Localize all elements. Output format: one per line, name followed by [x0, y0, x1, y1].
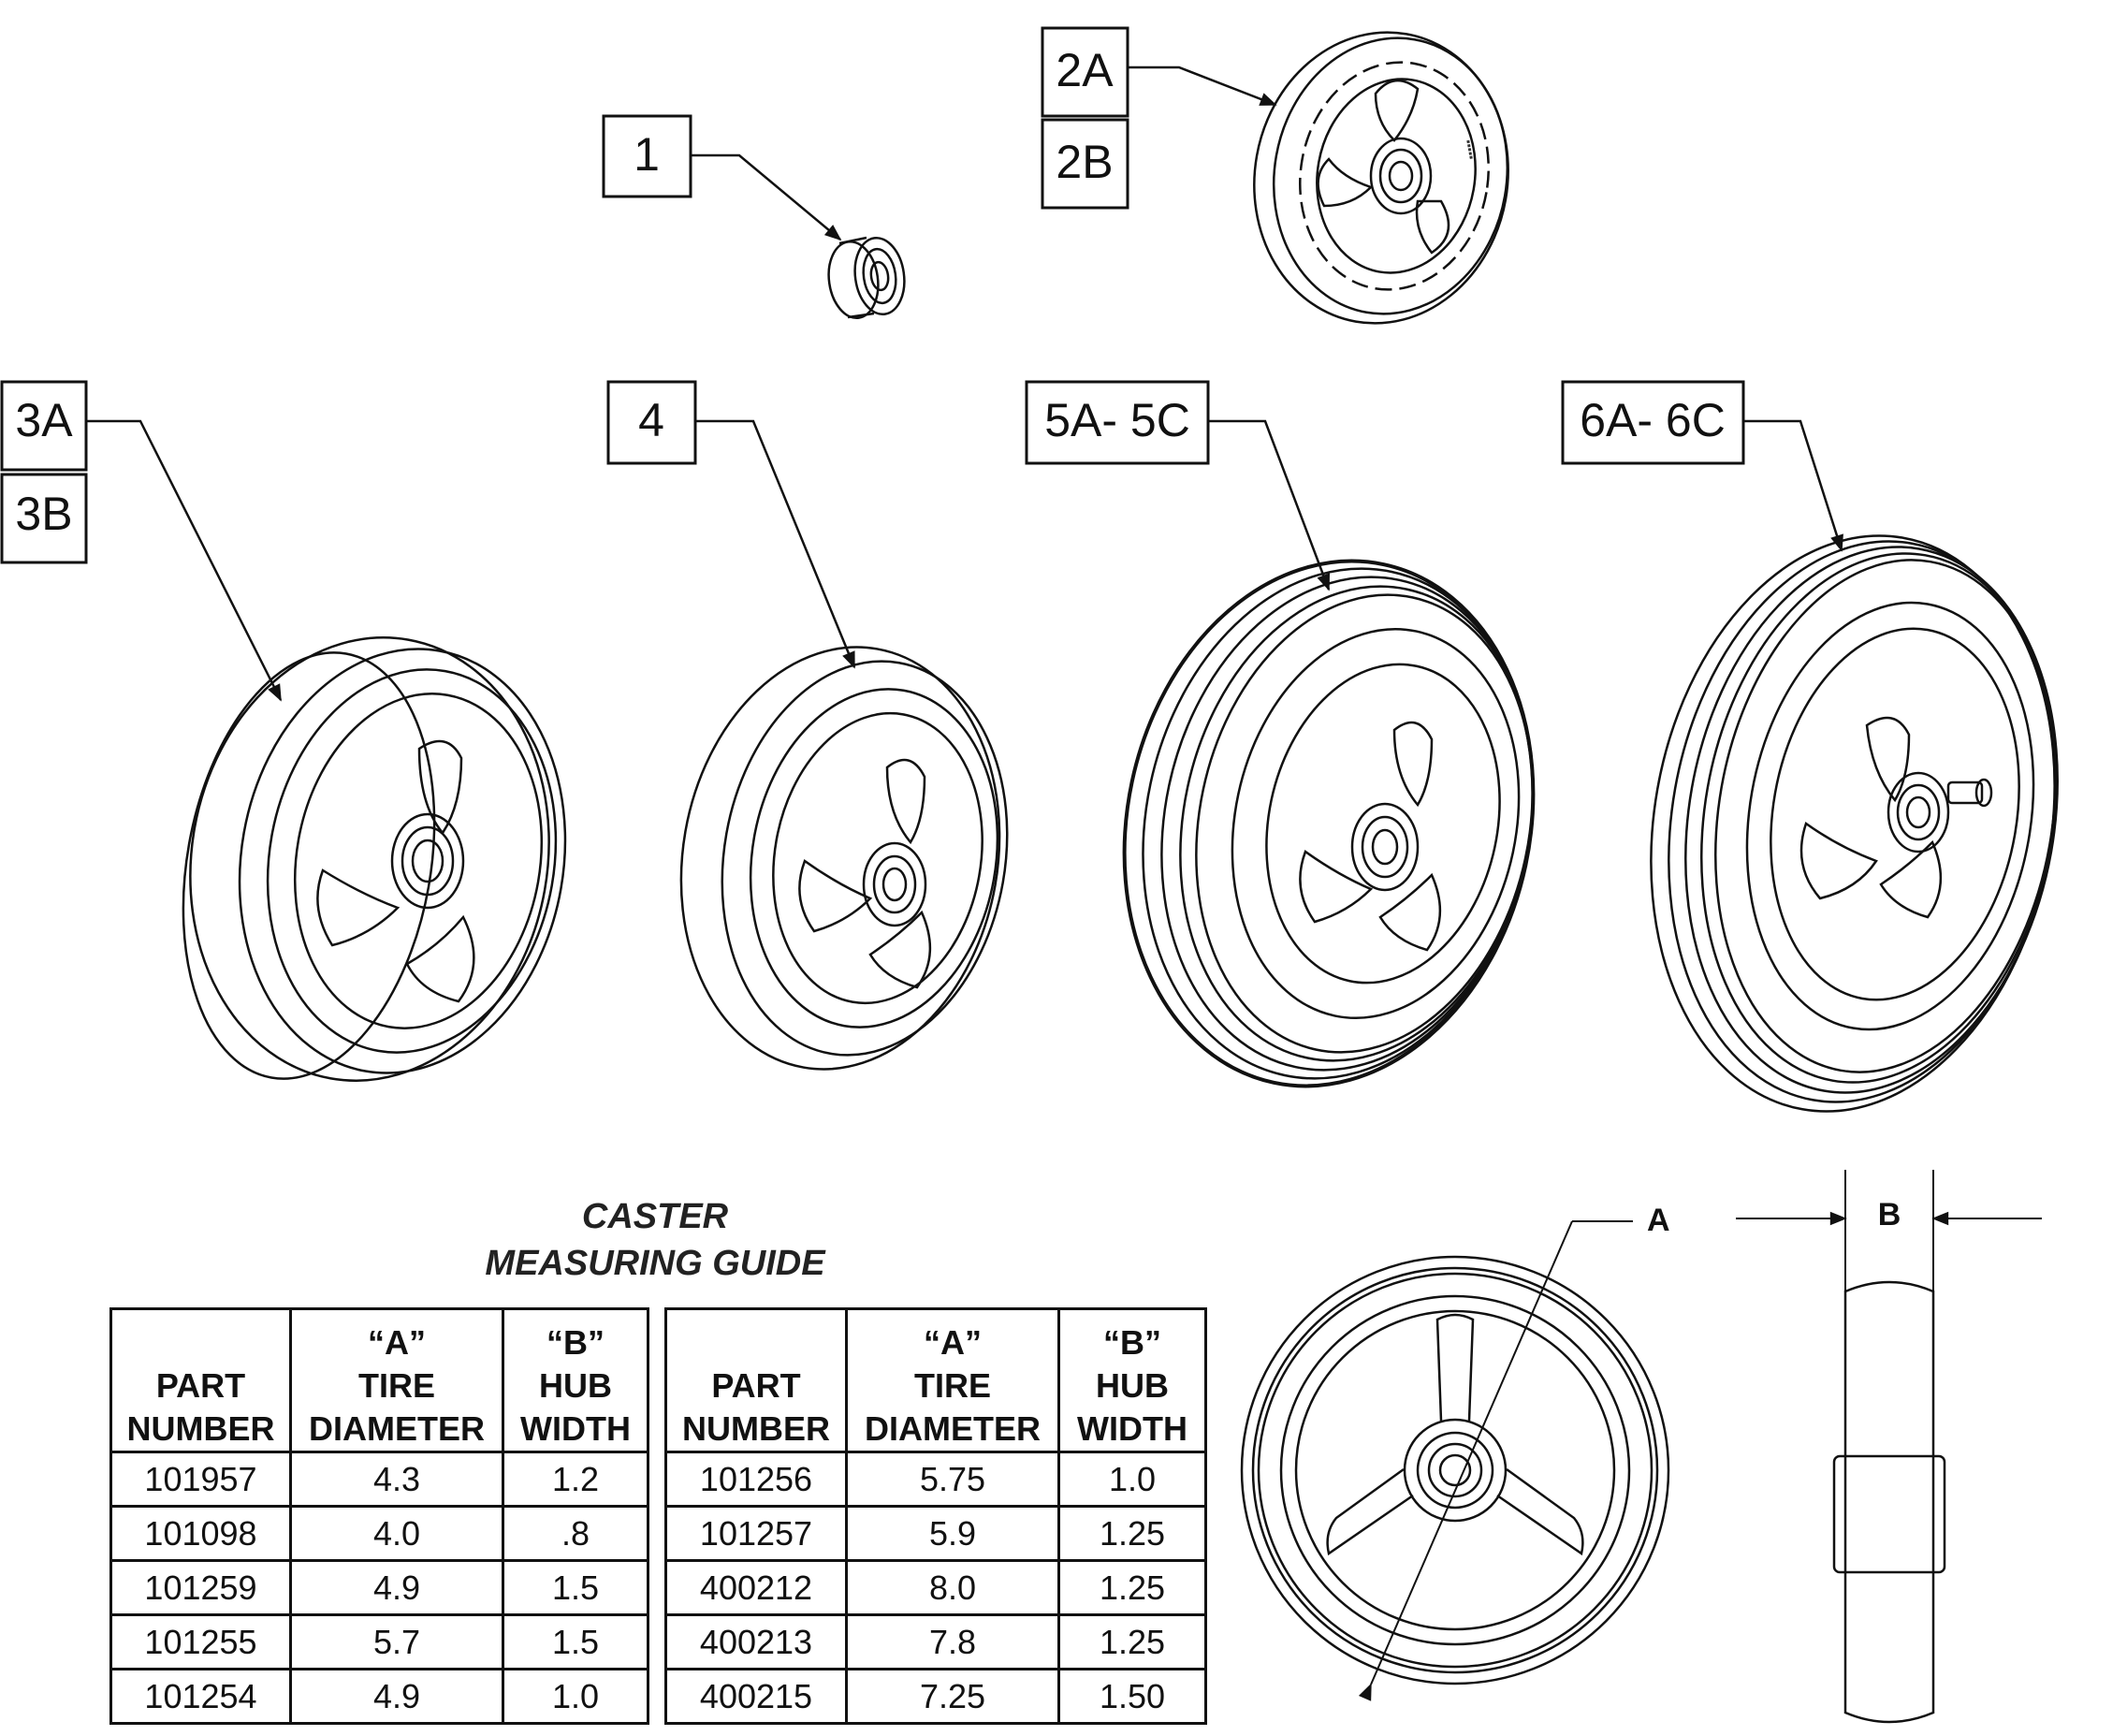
- part-number-cell: 101255: [109, 1613, 292, 1670]
- caster-wheel-part-3: [182, 636, 567, 1082]
- tire-diameter-header: “A” TIRE DIAMETER: [289, 1307, 504, 1453]
- callout-4: 4: [606, 380, 856, 669]
- tire-diameter-header: “A” TIRE DIAMETER: [845, 1307, 1060, 1453]
- hub-width-cell: 1.2: [502, 1451, 649, 1508]
- part-number-cell: 400213: [664, 1613, 848, 1670]
- tire-diameter-cell: 4.9: [289, 1559, 504, 1616]
- callout-2: 2A 2B: [1041, 26, 1277, 210]
- svg-text:▪▪▪▪▪: ▪▪▪▪▪: [1462, 139, 1478, 160]
- callout-1-label: 1: [634, 128, 660, 181]
- part-number-cell: 400215: [664, 1668, 848, 1725]
- part-number-cell: 101098: [109, 1505, 292, 1562]
- callout-1: 1: [602, 114, 842, 241]
- callout-5: 5A- 5C: [1025, 380, 1331, 591]
- caster-wheel-part-4: [679, 646, 1009, 1071]
- hub-width-cell: .8: [502, 1505, 649, 1562]
- callout-2a-label: 2A: [1056, 44, 1114, 96]
- callout-5-label: 5A- 5C: [1044, 394, 1190, 446]
- tire-diameter-cell: 5.75: [845, 1451, 1060, 1508]
- part-number-cell: 400212: [664, 1559, 848, 1616]
- callout-6-label: 6A- 6C: [1580, 394, 1726, 446]
- tire-diameter-cell: 4.0: [289, 1505, 504, 1562]
- part-number-header: PART NUMBER: [109, 1307, 292, 1453]
- hub-width-cell: 1.0: [502, 1668, 649, 1725]
- hub-width-cell: 1.5: [502, 1559, 649, 1616]
- hub-width-header: “B” HUB WIDTH: [502, 1307, 649, 1453]
- table-header-row: PART NUMBER “A” TIRE DIAMETER “B” HUB WI…: [109, 1307, 649, 1453]
- table-header-row: PART NUMBER “A” TIRE DIAMETER “B” HUB WI…: [664, 1307, 1207, 1453]
- hub-width-cell: 1.25: [1057, 1559, 1207, 1616]
- tire-diameter-cell: 5.7: [289, 1613, 504, 1670]
- part-number-header: PART NUMBER: [664, 1307, 848, 1453]
- callout-3b-label: 3B: [15, 488, 72, 540]
- caster-spec-table-right: PART NUMBER “A” TIRE DIAMETER “B” HUB WI…: [664, 1307, 1207, 1725]
- hub-width-header: “B” HUB WIDTH: [1057, 1307, 1207, 1453]
- hub-width-cell: 1.25: [1057, 1505, 1207, 1562]
- measuring-front-view: [1240, 1220, 1670, 1701]
- hub-width-cell: 1.25: [1057, 1613, 1207, 1670]
- part-number-cell: 101254: [109, 1668, 292, 1725]
- tire-diameter-cell: 4.9: [289, 1668, 504, 1725]
- part-number-cell: 101257: [664, 1505, 848, 1562]
- part-number-cell: 101256: [664, 1451, 848, 1508]
- caster-wheel-part-6: [1650, 534, 2059, 1113]
- tire-diameter-cell: 5.9: [845, 1505, 1060, 1562]
- dimension-a-label: A: [1647, 1203, 1670, 1238]
- callout-2b-label: 2B: [1056, 136, 1113, 188]
- measuring-side-view: [1736, 1170, 2042, 1724]
- tire-diameter-cell: 7.8: [845, 1613, 1060, 1670]
- hub-width-cell: 1.50: [1057, 1668, 1207, 1725]
- measuring-guide-title: CASTER MEASURING GUIDE: [393, 1193, 917, 1287]
- callout-3: 3A 3B: [0, 380, 283, 702]
- callout-4-label: 4: [638, 394, 664, 446]
- part-number-cell: 101957: [109, 1451, 292, 1508]
- guide-title-line-2: MEASURING GUIDE: [485, 1244, 825, 1283]
- tire-diameter-cell: 4.3: [289, 1451, 504, 1508]
- tire-diameter-cell: 8.0: [845, 1559, 1060, 1616]
- part-number-cell: 101259: [109, 1559, 292, 1616]
- callout-3a-label: 3A: [15, 394, 73, 446]
- bearing-part-1: [827, 236, 906, 320]
- guide-title-line-1: CASTER: [581, 1197, 729, 1236]
- caster-wheel-part-2: ▪▪▪▪▪: [1253, 31, 1509, 325]
- dimension-b-label: B: [1878, 1197, 1901, 1233]
- callout-6: 6A- 6C: [1561, 380, 1843, 552]
- hub-width-cell: 1.0: [1057, 1451, 1207, 1508]
- tire-diameter-cell: 7.25: [845, 1668, 1060, 1725]
- caster-wheel-part-5: [1122, 559, 1536, 1088]
- caster-spec-table-left: PART NUMBER “A” TIRE DIAMETER “B” HUB WI…: [109, 1307, 649, 1725]
- hub-width-cell: 1.5: [502, 1613, 649, 1670]
